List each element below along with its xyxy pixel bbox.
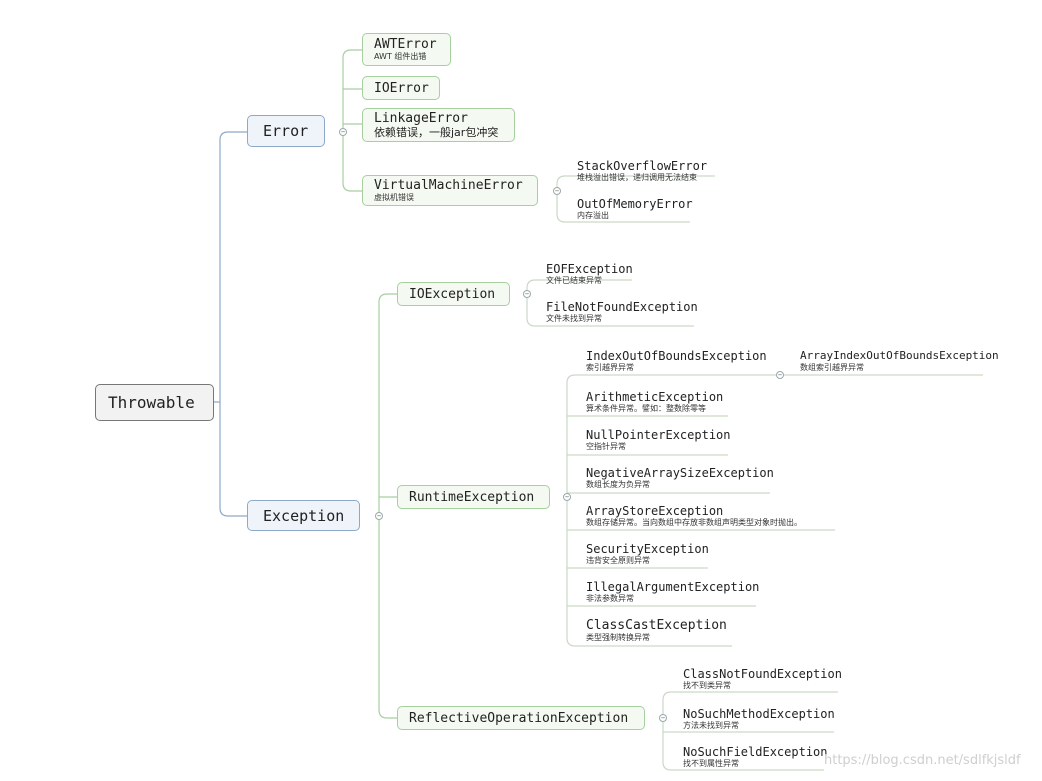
linkageerror-node[interactable]: LinkageError 依赖错误，一般jar包冲突 [362,108,515,142]
runtimeexception-node[interactable]: RuntimeException [397,485,550,509]
ioexception-collapse-toggle[interactable]: − [523,290,531,298]
filenotfoundexception-label: FileNotFoundException [546,300,698,314]
classnotfoundexception-note: 找不到类异常 [683,681,731,690]
outofmemoryerror-note: 内存溢出 [577,211,609,220]
linkageerror-label: LinkageError [374,110,468,126]
edge-exception-children [378,293,397,719]
arithmeticexception-leaf[interactable]: ArithmeticException 算术条件异常。譬如：整数除零等 [586,390,723,414]
classcastexception-leaf[interactable]: ClassCastException 类型强制转换异常 [586,619,727,643]
reflectiveoperationexception-node[interactable]: ReflectiveOperationException [397,706,645,730]
illegalargumentexception-note: 非法参数异常 [586,594,634,603]
arraystoreexception-leaf[interactable]: ArrayStoreException 数组存储异常。当向数组中存放非数组声明类… [586,504,802,528]
edge-throwable-error [214,131,247,403]
virtualmachineerror-label: VirtualMachineError [374,178,523,193]
stackoverflowerror-note: 堆栈溢出错误，递归调用无法结束 [577,173,697,182]
error-node[interactable]: Error [247,115,325,147]
arraystoreexception-note: 数组存储异常。当向数组中存放非数组声明类型对象时抛出。 [586,518,802,527]
classcastexception-label: ClassCastException [586,618,727,633]
nosuchfieldexception-note: 找不到属性异常 [683,759,739,768]
arithmeticexception-note: 算术条件异常。譬如：整数除零等 [586,404,706,413]
awterror-note: AWT 组件出错 [374,52,427,61]
nosuchmethodexception-note: 方法未找到异常 [683,721,739,730]
edge-ioexception-children [526,279,694,327]
nullpointerexception-label: NullPointerException [586,428,731,442]
exception-collapse-toggle[interactable]: − [375,512,383,520]
throwable-node[interactable]: Throwable [95,384,214,421]
edge-runtime-children [566,374,835,647]
indexoutofboundsexception-leaf[interactable]: IndexOutOfBoundsException 索引越界异常 [586,349,767,373]
error-label: Error [263,122,309,140]
exception-label: Exception [263,506,345,525]
eofexception-label: EOFException [546,262,633,276]
throwable-label: Throwable [108,393,195,412]
outofmemoryerror-leaf[interactable]: OutOfMemoryError 内存溢出 [577,197,693,221]
nosuchmethodexception-leaf[interactable]: NoSuchMethodException 方法未找到异常 [683,707,835,731]
eofexception-leaf[interactable]: EOFException 文件已结束异常 [546,262,633,286]
arraystoreexception-label: ArrayStoreException [586,504,724,518]
ioexception-label: IOException [409,286,496,302]
arithmeticexception-label: ArithmeticException [586,390,724,404]
edge-vm-children [556,175,715,223]
nullpointerexception-leaf[interactable]: NullPointerException 空指针异常 [586,428,731,452]
securityexception-label: SecurityException [586,542,709,556]
nosuchfieldexception-label: NoSuchFieldException [683,745,828,759]
watermark-url: https://blog.csdn.net/sdlfkjsldf [824,753,1021,768]
error-collapse-toggle[interactable]: − [339,128,347,136]
illegalargumentexception-label: IllegalArgumentException [586,580,760,594]
arrayindexoutofboundsexception-leaf[interactable]: ArrayIndexOutOfBoundsException 数组索引越界异常 [800,349,999,373]
classcastexception-note: 类型强制转换异常 [586,633,650,642]
exception-node[interactable]: Exception [247,500,360,531]
virtualmachineerror-collapse-toggle[interactable]: − [553,187,561,195]
ioexception-node[interactable]: IOException [397,282,510,306]
edge-error-children [342,49,362,192]
edge-throwable-exception [219,402,247,517]
negativearraysizeexception-note: 数组长度为负异常 [586,480,650,489]
arrayindexoutofboundsexception-note: 数组索引越界异常 [800,363,864,372]
virtualmachineerror-note: 虚拟机错误 [374,193,414,202]
filenotfoundexception-note: 文件未找到异常 [546,314,602,323]
virtualmachineerror-node[interactable]: VirtualMachineError 虚拟机错误 [362,175,538,206]
outofmemoryerror-label: OutOfMemoryError [577,197,693,211]
illegalargumentexception-leaf[interactable]: IllegalArgumentException 非法参数异常 [586,580,759,604]
negativearraysizeexception-label: NegativeArraySizeException [586,466,774,480]
nullpointerexception-note: 空指针异常 [586,442,626,451]
indexoutofboundsexception-note: 索引越界异常 [586,363,634,372]
runtimeexception-collapse-toggle[interactable]: − [563,493,571,501]
reflectiveoperationexception-label: ReflectiveOperationException [409,710,629,726]
eofexception-note: 文件已结束异常 [546,276,602,285]
classnotfoundexception-leaf[interactable]: ClassNotFoundException 找不到类异常 [683,667,842,691]
indexoutofboundsexception-collapse-toggle[interactable]: − [776,371,784,379]
indexoutofboundsexception-label: IndexOutOfBoundsException [586,349,767,363]
stackoverflowerror-label: StackOverflowError [577,159,708,173]
awterror-node[interactable]: AWTError AWT 组件出错 [362,33,451,66]
runtimeexception-label: RuntimeException [409,489,535,505]
classnotfoundexception-label: ClassNotFoundException [683,667,842,681]
ioerror-node[interactable]: IOError [362,76,440,100]
nosuchfieldexception-leaf[interactable]: NoSuchFieldException 找不到属性异常 [683,745,828,769]
edge-reflective-children [662,691,838,771]
nosuchmethodexception-label: NoSuchMethodException [683,707,835,721]
securityexception-leaf[interactable]: SecurityException 违背安全原则异常 [586,542,709,566]
negativearraysizeexception-leaf[interactable]: NegativeArraySizeException 数组长度为负异常 [586,466,774,490]
arrayindexoutofboundsexception-label: ArrayIndexOutOfBoundsException [800,349,999,362]
stackoverflowerror-leaf[interactable]: StackOverflowError 堆栈溢出错误，递归调用无法结束 [577,159,707,183]
reflectiveoperationexception-collapse-toggle[interactable]: − [659,714,667,722]
ioerror-label: IOError [374,80,429,96]
securityexception-note: 违背安全原则异常 [586,556,650,565]
filenotfoundexception-leaf[interactable]: FileNotFoundException 文件未找到异常 [546,300,698,324]
linkageerror-note: 依赖错误，一般jar包冲突 [374,125,499,139]
awterror-label: AWTError [374,37,437,52]
